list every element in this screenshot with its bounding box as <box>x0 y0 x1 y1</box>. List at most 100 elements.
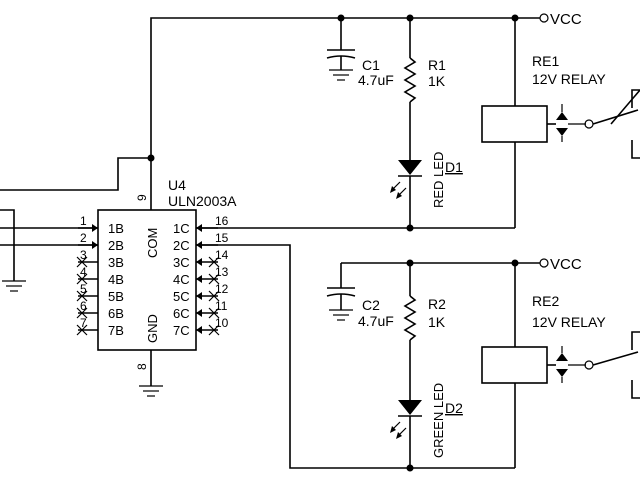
no-connect-icon <box>208 256 220 268</box>
ic-pin-name: 7B <box>108 323 124 338</box>
ic-right-pins: 16 1C 15 2C 14 3C 13 4C 12 5C 11 6C 10 7C <box>173 214 229 338</box>
arrow-icon <box>196 326 202 334</box>
arrow-icon <box>196 309 202 317</box>
no-connect-icon <box>208 290 220 302</box>
arrow-icon <box>196 258 202 266</box>
no-connect-icon <box>208 324 220 336</box>
ic-pin-number: 15 <box>215 231 229 245</box>
ground-icon <box>139 385 163 397</box>
ic-ref: U4 <box>168 177 186 193</box>
no-connect-icon <box>76 290 88 302</box>
ic-pin-gnd-number: 8 <box>135 363 149 370</box>
ic-left-pins: 1 1B 2 2B 3 3B 4 4B 5 5B 6 6B 7 7B <box>76 214 124 338</box>
relay-re2 <box>481 263 640 468</box>
led-d1 <box>390 160 422 228</box>
ic-pin: 3 3B <box>76 248 124 270</box>
no-connect-icon <box>208 307 220 319</box>
ic-pin-com-number: 9 <box>135 194 149 201</box>
wire-left-input-top <box>0 157 151 191</box>
re2-value: 12V RELAY <box>532 314 606 330</box>
ic-pin-number: 14 <box>215 248 229 262</box>
ic-pin: 6 6B <box>76 299 124 321</box>
ic-pin: 16 1C <box>173 214 229 236</box>
ic-pin: 7 7B <box>76 316 124 338</box>
r1-ref: R1 <box>428 57 446 73</box>
ic-pin: 12 5C <box>173 282 229 304</box>
ic-pin-name: 5B <box>108 289 124 304</box>
junction-dot <box>147 154 155 162</box>
ic-pin-name: 4B <box>108 272 124 287</box>
capacitor-c1 <box>326 18 356 81</box>
r2-value: 1K <box>428 314 446 330</box>
ic-pin-name: 2B <box>108 238 124 253</box>
ic-com-label: COM <box>145 228 160 258</box>
ic-pin-number: 11 <box>215 299 228 313</box>
ic-pin-name: 4C <box>173 272 190 287</box>
wire-pin15-net <box>196 244 515 469</box>
ic-pin: 13 4C <box>173 265 229 287</box>
bottom-channel: VCC C2 4.7uF R2 1K <box>326 256 640 468</box>
resistor-r1 <box>403 18 417 160</box>
ic-pin: 10 7C <box>173 316 229 338</box>
ic-pin: 11 6C <box>173 299 228 321</box>
ic-body <box>97 209 197 351</box>
vcc-label-text: VCC <box>550 256 582 273</box>
vcc-terminal-icon <box>539 13 549 23</box>
ic-pin-name: 6B <box>108 306 124 321</box>
c1-value: 4.7uF <box>358 72 394 88</box>
ic-pin-number: 10 <box>215 316 229 330</box>
re1-ref: RE1 <box>532 53 559 69</box>
r2-ref: R2 <box>428 296 446 312</box>
wire-left-ground <box>0 209 15 281</box>
ic-pin-name: 1C <box>173 221 190 236</box>
ic-pin-name: 2C <box>173 238 190 253</box>
ic-pin-name: 3B <box>108 255 124 270</box>
c2-ref: C2 <box>362 297 380 313</box>
ic-pin-name: 5C <box>173 289 190 304</box>
no-connect-icon <box>76 273 88 285</box>
d1-ref: D1 <box>445 159 463 175</box>
ic-pin-number: 2 <box>80 231 87 245</box>
no-connect-icon <box>76 324 88 336</box>
ic-pin-number: 16 <box>215 214 229 228</box>
ic-pin: 4 4B <box>76 265 124 287</box>
no-connect-icon <box>76 307 88 319</box>
ic-pin-number: 7 <box>80 316 87 330</box>
no-connect-icon <box>76 256 88 268</box>
junctions <box>147 14 519 472</box>
capacitor-c2 <box>326 263 356 321</box>
ic-pin-number: 12 <box>215 282 229 296</box>
resistor-r2 <box>403 263 417 400</box>
vcc-terminal-icon <box>539 258 549 268</box>
c1-ref: C1 <box>362 57 380 73</box>
c2-value: 4.7uF <box>358 313 394 329</box>
ic-pin-number: 6 <box>80 299 87 313</box>
vcc-label-text: VCC <box>550 11 582 28</box>
ic-pin-name: 3C <box>173 255 190 270</box>
ic-pin-number: 3 <box>80 248 87 262</box>
arrow-icon <box>196 292 202 300</box>
r1-value: 1K <box>428 73 446 89</box>
re2-ref: RE2 <box>532 293 559 309</box>
ic-pin: 5 5B <box>76 282 124 304</box>
ic-pin-number: 1 <box>80 214 87 228</box>
ic-gnd-label: GND <box>145 314 160 343</box>
d2-label: GREEN LED <box>431 383 446 458</box>
relay-re1 <box>481 18 640 228</box>
ic-pin-name: 6C <box>173 306 190 321</box>
d1-label: RED LED <box>431 152 446 208</box>
top-channel: VCC C1 4.7uF R1 1K <box>326 11 640 228</box>
ic-part: ULN2003A <box>168 193 237 209</box>
ic-pin-number: 5 <box>80 282 87 296</box>
ic-pin-number: 13 <box>215 265 229 279</box>
ground-symbols <box>2 280 163 397</box>
re1-value: 12V RELAY <box>532 71 606 87</box>
d2-ref: D2 <box>445 400 463 416</box>
ic-pin-number: 4 <box>80 265 87 279</box>
ic-pin-name: 7C <box>173 323 190 338</box>
no-connect-icon <box>208 273 220 285</box>
ic-pin-name: 1B <box>108 221 124 236</box>
ic-pin: 14 3C <box>173 248 229 270</box>
